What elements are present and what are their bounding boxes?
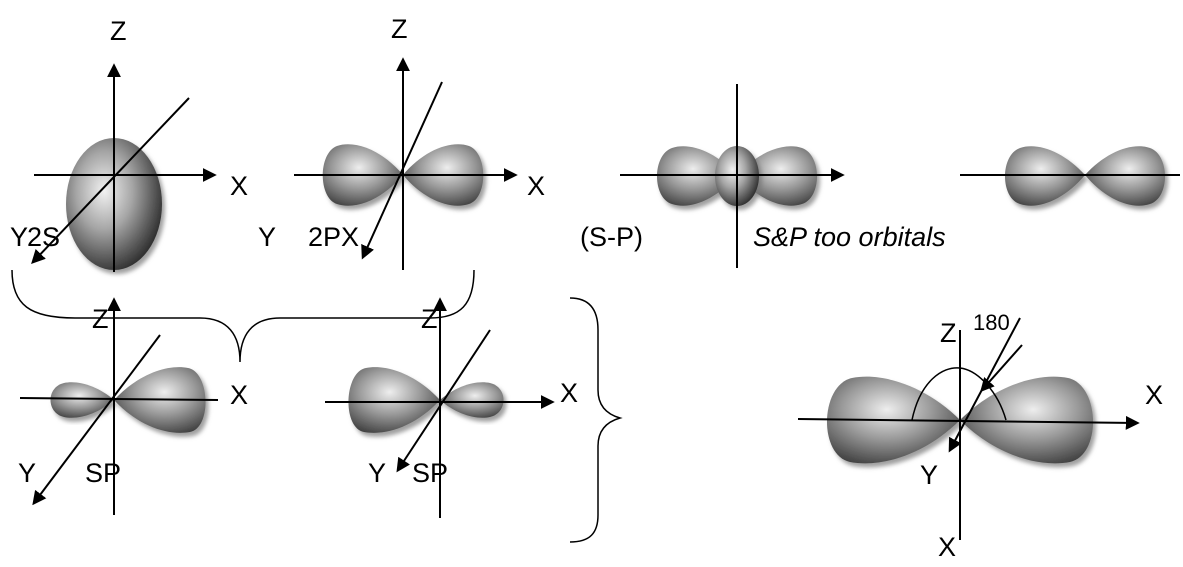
- x-axis-label: X: [230, 380, 248, 410]
- angle-label: 180: [973, 310, 1010, 335]
- final-right-lobe: [960, 376, 1094, 464]
- y-axis-label: Y: [10, 222, 28, 252]
- sp-overlap-group: [620, 84, 845, 268]
- y-axis-label: Y: [258, 222, 276, 252]
- z-axis-label: Z: [110, 16, 127, 46]
- y-axis-label: Y: [368, 458, 386, 488]
- x-axis-label-bottom: X: [938, 532, 956, 562]
- p-orbital-group: [294, 57, 518, 270]
- sp-hybrid-1-group: [19, 297, 219, 515]
- angle-pointer: [980, 344, 1023, 393]
- sp1-label: SP: [85, 458, 121, 488]
- sp-final-group: [797, 317, 1140, 540]
- sp2-large-lobe: [348, 367, 440, 433]
- x-axis-label: X: [230, 171, 248, 201]
- x-axis-label: X: [527, 171, 545, 201]
- z-axis-label: Z: [391, 14, 408, 44]
- z-axis-label: Z: [92, 304, 109, 334]
- sp-caption: S&P too orbitals: [753, 222, 946, 252]
- sp2-small-lobe: [440, 382, 504, 418]
- y-axis: [361, 81, 443, 260]
- sp1-small-lobe: [50, 382, 114, 418]
- y-axis: [31, 97, 190, 265]
- y-axis-label: Y: [18, 458, 36, 488]
- z-axis-label: Z: [940, 318, 957, 348]
- angle-arc: [911, 367, 1007, 421]
- sp2-label: SP: [412, 458, 448, 488]
- z-axis-label: Z: [421, 304, 438, 334]
- y-axis-label: Y: [920, 460, 938, 490]
- y-axis: [32, 334, 161, 506]
- sp-hybrid-2-group: [325, 297, 555, 518]
- sp-mix-label: (S-P): [580, 222, 643, 252]
- orbital-2px-label: 2PX: [308, 222, 359, 252]
- y-axis: [396, 329, 491, 473]
- x-axis-label: X: [1145, 380, 1163, 410]
- x-axis: [19, 397, 219, 401]
- s-orbital-group: [31, 63, 217, 272]
- horizontal-brace: [11, 269, 475, 363]
- orbital-2s-label: 2S: [27, 222, 60, 252]
- p-orbital-far-group: [960, 146, 1180, 206]
- x-axis: [797, 415, 1140, 430]
- vertical-brace: [569, 297, 623, 543]
- x-axis-label: X: [560, 378, 578, 408]
